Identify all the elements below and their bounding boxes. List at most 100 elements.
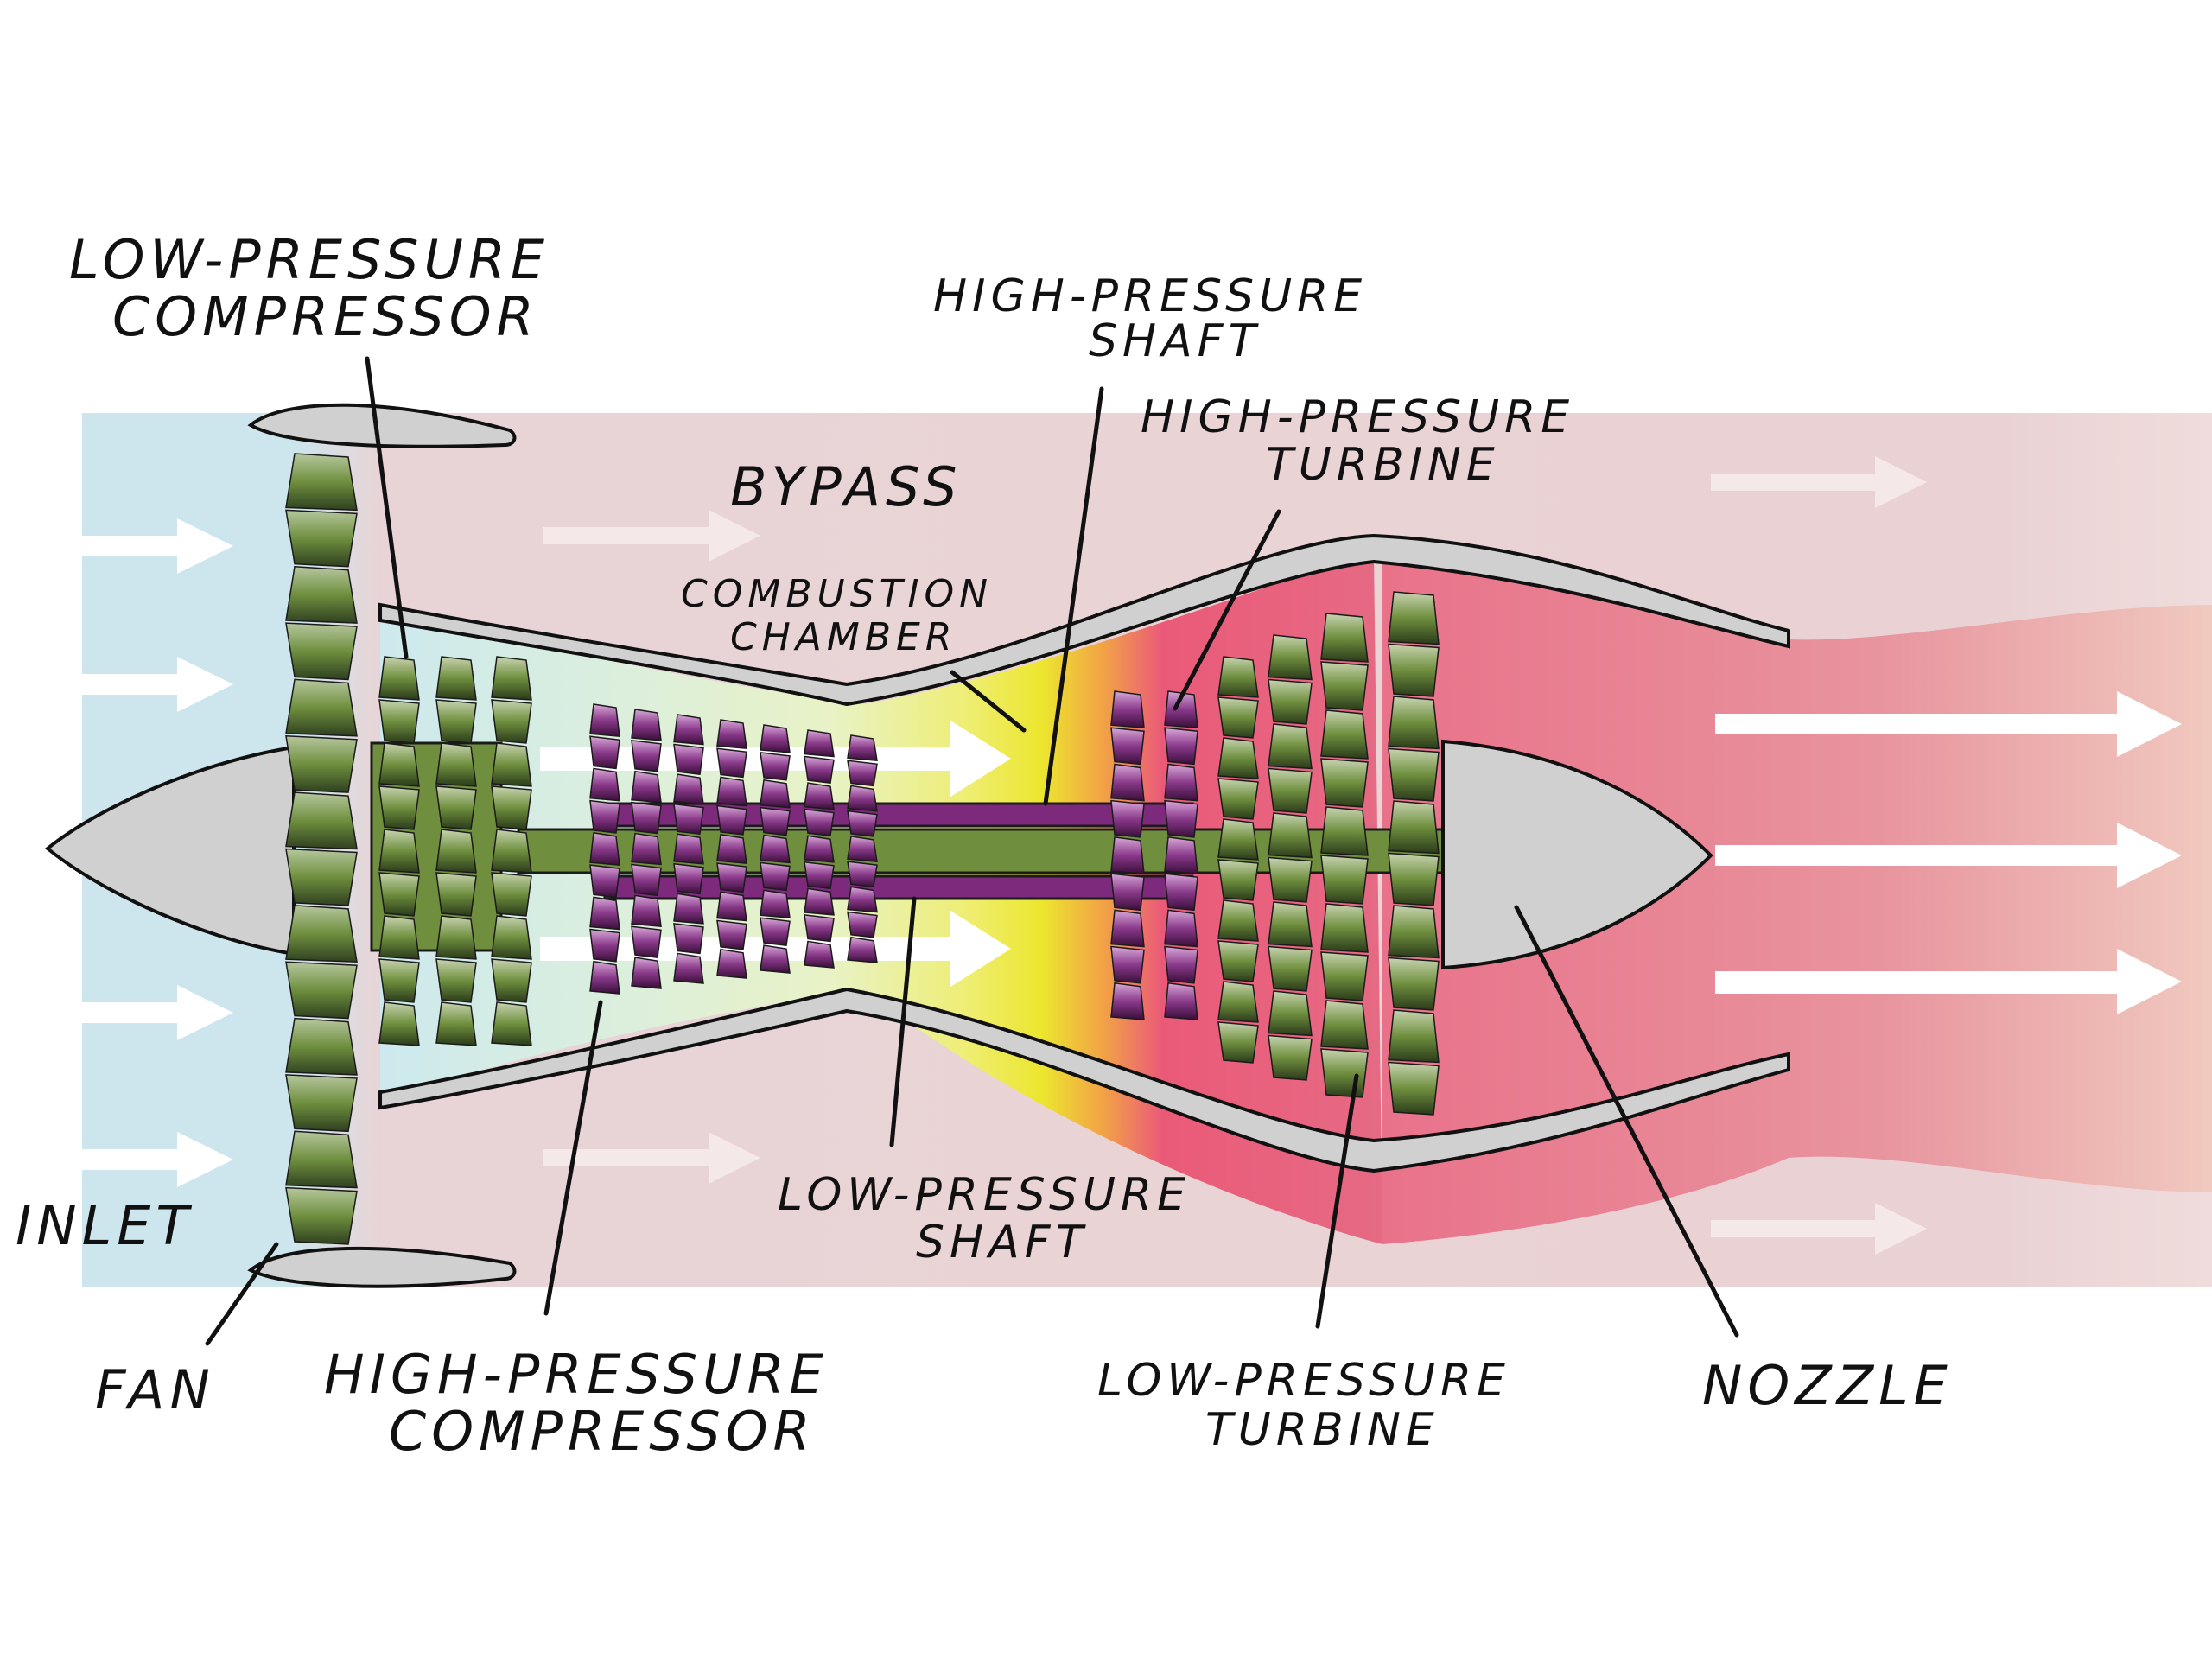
label-inlet: INLET	[16, 1194, 194, 1257]
blade-segment	[435, 785, 477, 830]
blade-segment	[673, 893, 704, 925]
blade-segment	[1320, 855, 1369, 905]
blade-segment	[1217, 656, 1259, 698]
high-pressure-compressor-blade	[589, 703, 620, 995]
blade-segment	[285, 1186, 358, 1245]
leader-line	[1514, 905, 1739, 1338]
arrow-icon	[1711, 456, 1927, 508]
blade-segment	[716, 719, 747, 750]
low-pressure-turbine-blade	[1388, 591, 1440, 1116]
blade-segment	[1217, 1021, 1259, 1064]
blade-segment	[1217, 818, 1259, 861]
blade-segment	[1164, 982, 1198, 1020]
blade-segment	[631, 709, 662, 741]
blade-segment	[716, 919, 747, 950]
blade-segment	[435, 656, 477, 701]
blade-segment	[760, 724, 791, 753]
label-high-pressure-shaft: HIGH-PRESSURE	[933, 270, 1367, 322]
blade-segment	[285, 678, 358, 737]
blade-segment	[491, 785, 532, 830]
blade-segment	[804, 914, 835, 943]
blade-segment	[804, 808, 835, 837]
blade-segment	[1268, 945, 1313, 992]
blade-segment	[716, 948, 747, 979]
blade-segment	[760, 861, 791, 892]
blade-segment	[285, 622, 358, 681]
blade-segment	[1110, 836, 1145, 874]
blade-segment	[285, 848, 358, 906]
blade-segment	[847, 836, 878, 862]
arrow-icon	[1711, 1203, 1927, 1255]
blade-segment	[1320, 1000, 1369, 1050]
blade-segment	[1320, 903, 1369, 953]
blade-segment	[491, 742, 532, 787]
blade-segment	[491, 915, 532, 960]
high-pressure-compressor-blade	[716, 719, 747, 979]
blade-segment	[1110, 982, 1145, 1020]
blade-segment	[589, 832, 620, 866]
high-pressure-compressor-blade	[673, 714, 704, 984]
blade-segment	[1268, 767, 1313, 814]
blade-segment	[589, 767, 620, 802]
blade-segment	[435, 829, 477, 874]
blade-segment	[435, 872, 477, 917]
blade-segment	[285, 791, 358, 850]
label-combustion-chamber: CHAMBER	[730, 615, 957, 659]
leader-lines	[205, 356, 1739, 1346]
blade-segment	[1268, 678, 1313, 725]
blade-segment	[673, 743, 704, 775]
blade-segment	[435, 958, 477, 1003]
blade-segment	[804, 755, 835, 784]
blade-segment	[589, 864, 620, 899]
leader-line	[365, 356, 409, 659]
blade-segment	[1217, 940, 1259, 982]
blade-segment	[285, 565, 358, 624]
blade-segment	[804, 940, 835, 969]
blade-segment	[1110, 799, 1145, 838]
arrow-icon	[1715, 691, 2182, 757]
blade-segment	[804, 887, 835, 916]
low-pressure-turbine-blade	[1268, 634, 1313, 1081]
blade-segment	[1268, 990, 1313, 1037]
label-nozzle: NOZZLE	[1702, 1354, 1953, 1417]
leader-line	[1173, 509, 1281, 711]
blade-segment	[1268, 723, 1313, 770]
high-pressure-compressor-blade	[847, 734, 878, 963]
blade-segment	[378, 785, 420, 830]
blade-segment	[1320, 951, 1369, 1001]
blade-segment	[631, 863, 662, 897]
blade-segment	[1388, 905, 1440, 959]
blade-segment	[716, 776, 747, 807]
blade-segment	[285, 961, 358, 1020]
arrow-icon	[1715, 949, 2182, 1014]
blade-segment	[378, 1001, 420, 1046]
blade-segment	[847, 886, 878, 913]
blade-segment	[589, 896, 620, 931]
high-pressure-shaft-lower	[603, 874, 1194, 900]
low-pressure-turbine-blade	[1320, 613, 1369, 1098]
blade-segment	[589, 960, 620, 995]
blade-segment	[804, 729, 835, 758]
label-low-pressure-turbine: TURBINE	[1205, 1404, 1440, 1456]
blade-segment	[804, 782, 835, 810]
blade-segment	[378, 742, 420, 787]
label-high-pressure-compressor: HIGH-PRESSURE	[324, 1343, 829, 1406]
blade-segment	[1268, 856, 1313, 903]
blade-segment	[1268, 812, 1313, 859]
arrow-icon	[82, 1132, 233, 1187]
blade-segment	[378, 699, 420, 744]
leader-line	[205, 1242, 279, 1346]
blade-segment	[760, 806, 791, 836]
blade-segment	[804, 861, 835, 890]
low-pressure-compressor-blade	[435, 656, 477, 1046]
leader-line	[1043, 386, 1104, 806]
blade-segment	[1164, 799, 1198, 838]
blade-segment	[378, 872, 420, 917]
label-low-pressure-shaft: LOW-PRESSURE	[778, 1169, 1191, 1221]
blade-segment	[631, 894, 662, 928]
high-pressure-turbine-blade	[1110, 690, 1145, 1020]
blade-segment	[1388, 1009, 1440, 1064]
blade-segment	[285, 905, 358, 963]
blade-segment	[1110, 727, 1145, 766]
